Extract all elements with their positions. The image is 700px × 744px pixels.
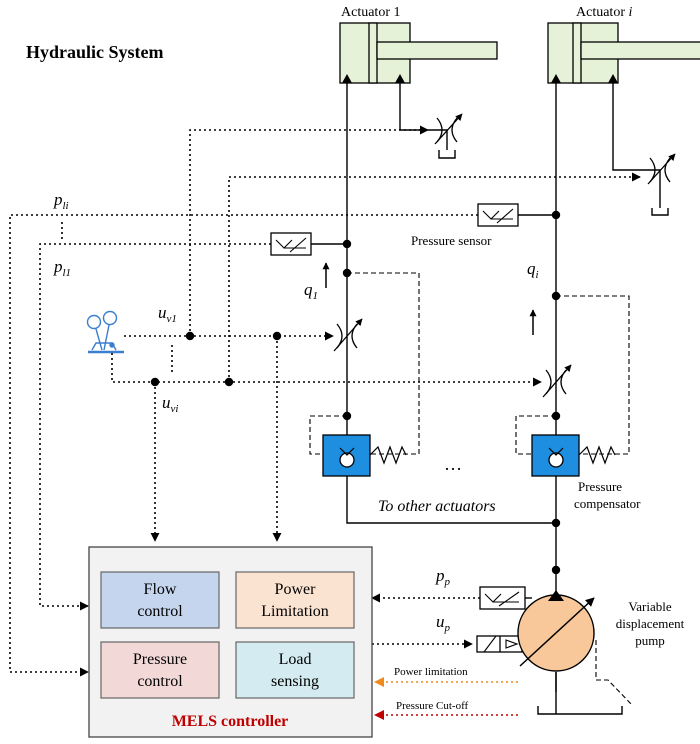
pressure-control-block [100,641,220,699]
flow-control-line1: Flow [144,581,177,598]
pressure-sensor-i [477,203,519,227]
signal-q-1: q1 [304,280,318,302]
signal-uv-i: uvi [162,393,178,415]
signal-q-i: qi [527,259,539,281]
ellipsis-label: … [444,454,462,474]
power-limitation-signal-label: Power limitation [394,666,468,678]
power-limitation-line1: Power [275,581,317,598]
actuator-1: Actuator 1 [339,5,498,84]
pressure-compensator-label-2: compensator [574,496,641,511]
pressure-control-line2: control [137,673,183,690]
pressure-sensor-label: Pressure sensor [411,233,492,248]
load-sensing-line1: Load [279,651,312,668]
flow-control-block [100,571,220,629]
diagram-title: Hydraulic System [26,42,164,62]
variable-displacement-pump [476,590,595,672]
pressure-control-line1: Pressure [133,651,187,668]
junction-dots [150,210,561,575]
pressure-cutoff-signal-label: Pressure Cut-off [396,700,469,712]
pressure-compensator-label-1: Pressure [578,479,622,494]
flow-control-line2: control [137,603,183,620]
controller-title: MELS controller [172,713,289,730]
actuator-i: Actuator i [547,5,700,84]
load-sensing-line2: sensing [271,673,319,690]
mels-controller: Flow control Power Limitation Pressure c… [88,546,373,738]
pressure-compensator-i [531,434,616,477]
power-limitation-block [235,571,355,629]
actuator-1-label: Actuator 1 [341,5,400,20]
pump-label-2: displacement [616,616,685,631]
actuator-i-label: Actuator i [576,5,632,20]
signal-p-p: pp [435,566,451,588]
pilot-lines [309,272,633,706]
pump-label-3: pump [635,633,665,648]
pressure-compensator-1 [322,434,407,477]
signal-u-p: up [436,612,451,634]
pressure-sensor-pump [479,586,526,610]
pump-label-1: Variable [628,599,672,614]
load-sensing-block [235,641,355,699]
signal-pl-1: pl1 [53,257,71,279]
joystick-icon [86,310,124,354]
signal-pl-i: pli [53,190,69,212]
pressure-sensor-1 [270,232,312,256]
power-limitation-line2: Limitation [261,603,329,620]
signal-uv-1: uv1 [158,303,177,325]
signal-lines [9,125,641,677]
throttle-valves [333,113,676,398]
to-other-actuators-label: To other actuators [378,498,496,515]
